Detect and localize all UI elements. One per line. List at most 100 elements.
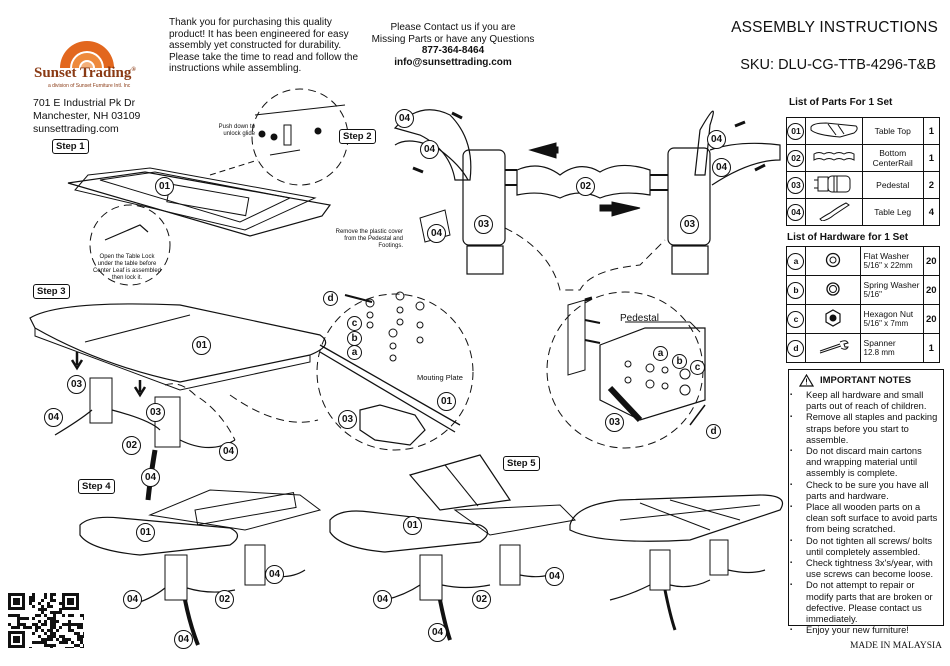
- step-3-label: Step 3: [33, 284, 70, 299]
- notes-title: IMPORTANT NOTES: [820, 374, 912, 386]
- part-callout-04: 04: [44, 408, 63, 427]
- qr-code[interactable]: [8, 593, 84, 648]
- part-callout-02: 02: [122, 436, 141, 455]
- spanner-icon: [816, 340, 850, 357]
- hardware-qty: 20: [922, 246, 941, 276]
- part-callout-03: 03: [605, 413, 624, 432]
- part-callout-04: 04: [174, 630, 193, 649]
- part-callout-04: 04: [420, 140, 439, 159]
- brand-name: Sunset Trading: [34, 65, 132, 81]
- hardware-qty: 20: [922, 275, 941, 305]
- part-callout-a: a: [653, 346, 668, 361]
- sunset-arc-icon: [60, 41, 114, 68]
- assembly-diagram: [29, 88, 784, 646]
- part-callout-03: 03: [474, 215, 493, 234]
- note-item: Do not attempt to repair or modify parts…: [790, 580, 939, 625]
- plastic-cover-note: Remove the plastic cover from the Pedest…: [335, 229, 403, 249]
- step-4-label: Step 4: [78, 479, 115, 494]
- part-qty: 2: [922, 171, 941, 199]
- part-callout-01: 01: [155, 177, 174, 196]
- part-callout-d: d: [323, 291, 338, 306]
- brand-tagline: a division of Sunset Furniture Intl. Inc: [48, 83, 131, 89]
- table-lock-note: Open the Table Lock under the table befo…: [92, 254, 162, 281]
- part-callout-03: 03: [67, 375, 86, 394]
- table-top-icon: [808, 122, 860, 141]
- note-item: Do not tighten all screws/ bolts until c…: [790, 536, 939, 558]
- intro-text: Thank you for purchasing this quality pr…: [169, 17, 359, 74]
- part-callout-02: 02: [576, 177, 595, 196]
- part-callout-04: 04: [265, 565, 284, 584]
- website-link[interactable]: sunsettrading.com: [33, 123, 119, 135]
- hardware-name: Spring Washer: [863, 280, 920, 290]
- parts-list-title: List of Parts For 1 Set: [789, 97, 893, 108]
- part-name: Table Leg: [861, 198, 924, 226]
- part-callout-04: 04: [123, 590, 142, 609]
- note-item: Do not discard main cartons and wrapping…: [790, 446, 939, 480]
- part-callout-c: c: [690, 360, 705, 375]
- note-item: Enjoy your new furniture!: [790, 625, 939, 636]
- part-callout-04: 04: [219, 442, 238, 461]
- note-item: Check tightness 3x's/year, with use scre…: [790, 558, 939, 580]
- part-qty: 1: [922, 117, 941, 145]
- email-link[interactable]: info@sunsettrading.com: [394, 56, 512, 68]
- part-name: Table Top: [861, 117, 924, 145]
- phone-number[interactable]: 877-364-8464: [421, 45, 485, 56]
- hardware-qty: 20: [922, 304, 941, 334]
- hardware-spec: 12.8 mm: [863, 348, 895, 357]
- center-rail-icon: [808, 152, 860, 168]
- hexagon-nut-icon: [824, 309, 842, 329]
- sku-label: SKU: DLU-CG-TTB-4296-T&B: [740, 57, 936, 73]
- hardware-name: Spanner: [863, 338, 896, 348]
- mounting-plate-label: Mouting Plate: [417, 373, 463, 382]
- part-callout-03: 03: [680, 215, 699, 234]
- pedestal-explode-drawing: [393, 109, 781, 275]
- part-id-badge: 01: [787, 122, 805, 140]
- table-leg-icon: [808, 202, 860, 223]
- part-callout-04: 04: [395, 109, 414, 128]
- hardware-id-badge: d: [787, 339, 805, 357]
- hardware-spec: 5/16" x 22mm: [863, 261, 913, 270]
- step-5-label: Step 5: [503, 456, 540, 471]
- part-callout-04: 04: [712, 158, 731, 177]
- made-in-label: MADE IN MALAYSIA: [849, 641, 942, 651]
- note-item: Check to be sure you have all parts and …: [790, 480, 939, 502]
- part-callout-d: d: [706, 424, 721, 439]
- part-callout-01: 01: [136, 523, 155, 542]
- hardware-qty: 1: [922, 333, 941, 363]
- part-callout-04: 04: [427, 224, 446, 243]
- notes-list: Keep all hardware and small parts out of…: [790, 390, 939, 637]
- hardware-name: Hexagon Nut: [863, 309, 914, 319]
- part-qty: 4: [922, 198, 941, 226]
- hardware-name: Flat Washer: [863, 251, 910, 261]
- pedestal-icon: [808, 175, 860, 196]
- flat-washer-icon: [825, 252, 841, 270]
- part-callout-03: 03: [338, 410, 357, 429]
- part-callout-04: 04: [373, 590, 392, 609]
- part-callout-02: 02: [472, 590, 491, 609]
- important-notes: IMPORTANT NOTES Keep all hardware and sm…: [788, 369, 944, 637]
- brand-logo: Sunset Trading® a division of Sunset Fur…: [30, 20, 145, 100]
- part-qty: 1: [922, 144, 941, 172]
- warning-icon: [799, 374, 814, 387]
- part-name: Bottom CenterRail: [861, 144, 924, 172]
- part-callout-b: b: [672, 354, 687, 369]
- part-callout-02: 02: [215, 590, 234, 609]
- part-id-badge: 03: [787, 176, 805, 194]
- part-id-badge: 02: [787, 149, 805, 167]
- part-callout-a: a: [347, 345, 362, 360]
- part-callout-04: 04: [707, 130, 726, 149]
- note-item: Keep all hardware and small parts out of…: [790, 390, 939, 412]
- page-title: ASSEMBLY INSTRUCTIONS: [731, 19, 938, 36]
- part-callout-01: 01: [192, 336, 211, 355]
- note-item: Place all wooden parts on a clean soft s…: [790, 502, 939, 536]
